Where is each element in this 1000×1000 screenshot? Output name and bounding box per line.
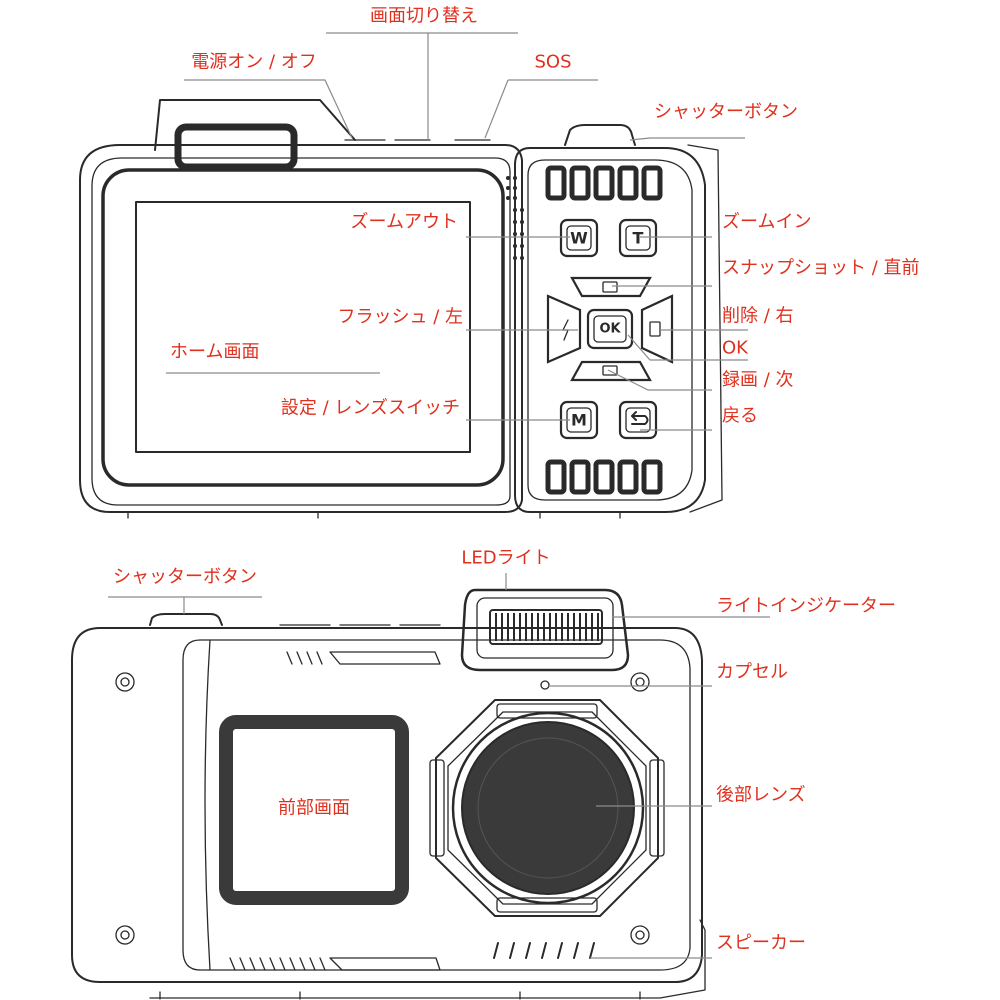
label-shutter-bottom: シャッターボタン: [113, 567, 257, 588]
rear-screen-bezel: [101, 168, 505, 487]
label-shutter-top: シャッターボタン: [654, 102, 798, 123]
front-camera-illustration: [71, 588, 706, 1000]
video-icon: [602, 365, 618, 376]
label-capsule: カプセル: [716, 662, 788, 683]
led-light: [489, 609, 603, 645]
label-home-screen: ホーム画面: [170, 342, 259, 363]
rear-leader-lines: [166, 32, 748, 431]
led-light-housing: [460, 588, 630, 672]
labels-bottom: シャッターボタン LEDライト ライトインジケーター カプセル 前部画面 後部レ…: [113, 548, 896, 954]
zoom-out-glyph: W: [570, 229, 588, 248]
ok-button[interactable]: OK: [586, 308, 634, 350]
zoom-out-button[interactable]: W: [559, 218, 599, 258]
rear-body-outline: [79, 144, 523, 513]
label-front-screen: 前部画面: [278, 798, 350, 819]
label-power: 電源オン / オフ: [191, 52, 317, 73]
label-rear-lens: 後部レンズ: [716, 785, 806, 806]
screws: [115, 672, 650, 945]
led-light-grille: [495, 613, 599, 641]
control-panel-outline: [514, 147, 706, 513]
zoom-in-glyph: T: [633, 229, 644, 248]
top-grip-slots: [545, 165, 663, 201]
label-zoom-in: ズームイン: [722, 212, 811, 233]
label-sos: SOS: [534, 52, 571, 73]
trash-icon: [649, 321, 661, 337]
label-record-next: 録画 / 次: [722, 370, 794, 391]
labels-top: 画面切り替え 電源オン / オフ SOS シャッターボタン ズームアウト ズーム…: [170, 6, 920, 427]
rear-lens: [461, 721, 635, 895]
bottom-grip-slots: [545, 459, 663, 495]
back-arrow-icon: [631, 411, 649, 425]
menu-glyph: M: [571, 411, 587, 430]
label-speaker: スピーカー: [716, 933, 806, 954]
dpad-right-button[interactable]: [640, 294, 674, 364]
label-delete-right: 削除 / 右: [722, 306, 794, 327]
label-led-light: LEDライト: [461, 548, 550, 569]
top-vent-stripes: [286, 651, 441, 665]
front-body-outline: [71, 627, 703, 983]
d-pad: OK: [546, 276, 674, 382]
front-leader-lines: [108, 573, 770, 959]
label-ok: OK: [722, 338, 749, 359]
dpad-up-button[interactable]: [570, 276, 652, 298]
label-zoom-out: ズームアウト: [351, 212, 458, 233]
ok-glyph: OK: [599, 322, 621, 337]
capsule-dot: [540, 680, 550, 690]
label-settings-lens-switch: 設定 / レンズスイッチ: [281, 398, 460, 419]
label-back: 戻る: [722, 406, 758, 427]
bottom-vent-stripes: [229, 957, 441, 971]
zoom-in-button[interactable]: T: [618, 218, 658, 258]
back-button[interactable]: [618, 400, 658, 440]
label-light-indicator: ライトインジケーター: [716, 596, 896, 617]
speaker-slots: [493, 942, 595, 959]
label-flash-left: フラッシュ / 左: [337, 307, 463, 328]
snapshot-icon: [602, 281, 618, 293]
lens-housing: [429, 699, 665, 917]
rear-lens-ring: [451, 711, 645, 905]
label-screen-switch: 画面切り替え: [370, 6, 478, 27]
viewfinder-window: [174, 123, 298, 171]
rear-screen: [135, 201, 471, 453]
front-screen-bezel: [219, 715, 409, 905]
label-snapshot-prev: スナップショット / 直前: [722, 258, 920, 279]
